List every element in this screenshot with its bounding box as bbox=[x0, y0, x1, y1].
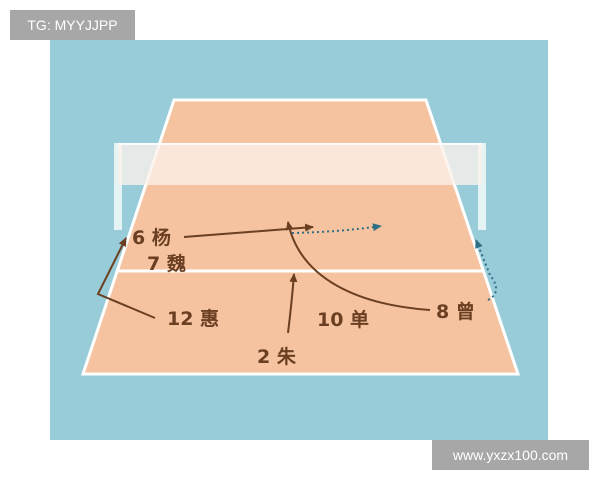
player-7-label: 7 魏 bbox=[147, 252, 186, 275]
player-8-label: 8 曾 bbox=[436, 300, 475, 323]
net-post-left bbox=[114, 143, 122, 230]
player-6-label: 6 杨 bbox=[132, 226, 171, 249]
arrow-8-to-center bbox=[285, 221, 431, 311]
net-post-right bbox=[478, 143, 486, 230]
arrow-2-forward bbox=[287, 273, 298, 334]
player-2-label: 2 朱 bbox=[257, 345, 297, 368]
arrow-12-to-6 bbox=[96, 237, 156, 319]
player-12-label: 12 惠 bbox=[167, 308, 219, 330]
arrow-6-to-net bbox=[183, 223, 314, 238]
ball-path-set bbox=[291, 223, 382, 234]
watermark-top: TG: MYYJJPP bbox=[10, 10, 135, 40]
net bbox=[118, 143, 482, 185]
watermark-bottom: www.yxzx100.com bbox=[432, 440, 589, 470]
player-10-label: 10 单 bbox=[317, 308, 369, 331]
ball-path-pass bbox=[475, 239, 497, 301]
